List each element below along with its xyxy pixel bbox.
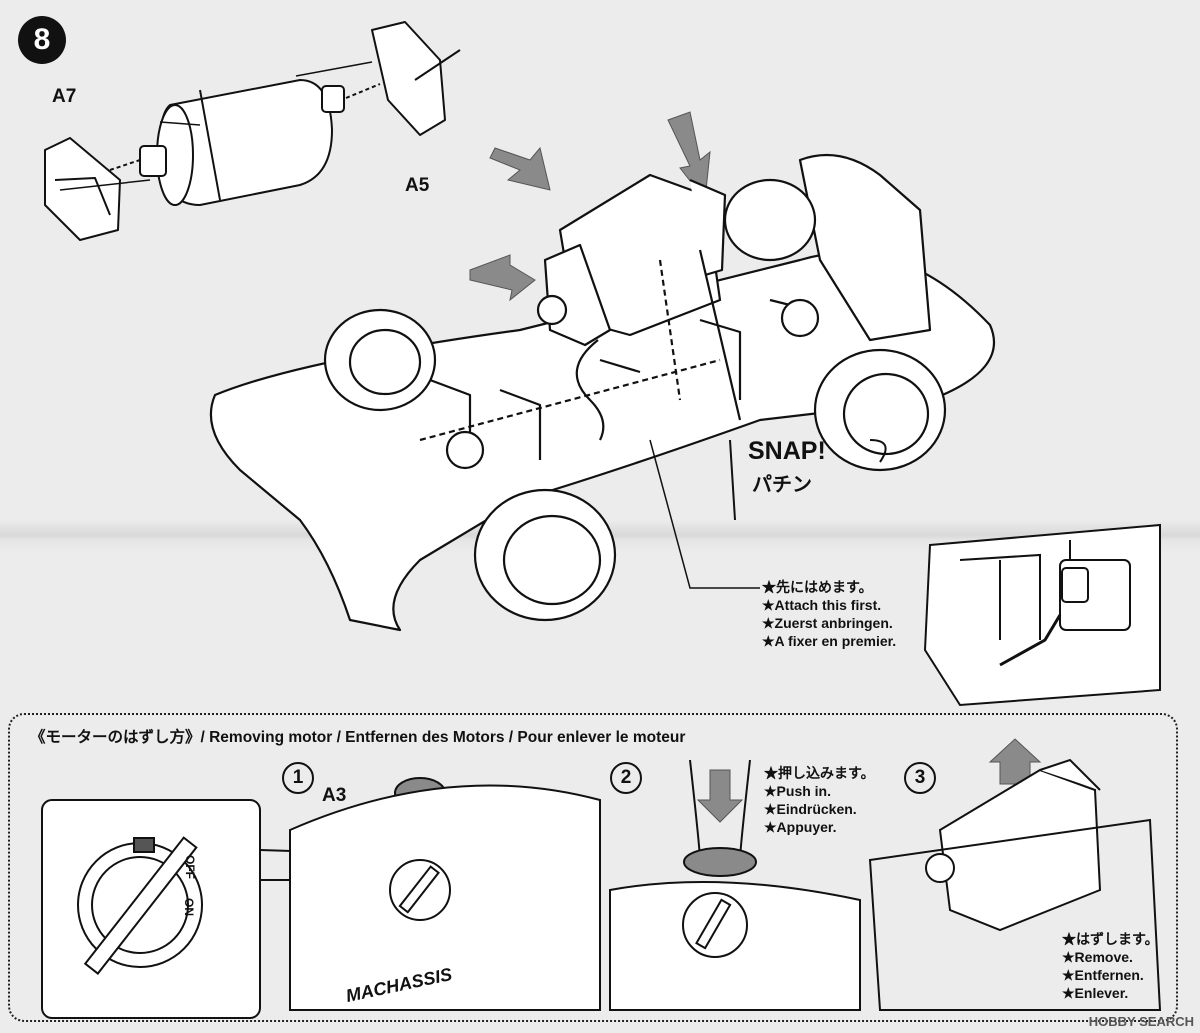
part-label-a5: A5 — [405, 175, 430, 196]
removal-panel — [8, 713, 1178, 1022]
push-arrow — [696, 769, 744, 823]
note-line: ★A fixer en premier. — [762, 633, 897, 649]
mounted-motor — [536, 173, 742, 441]
watermark: HOBBY SEARCH — [1088, 1014, 1194, 1029]
removal-drawings — [41, 758, 1162, 1019]
removal-title: 《モーターのはずし方》/ Removing motor / Entfernen … — [30, 729, 686, 746]
snap-curve — [869, 439, 887, 463]
note-line: ★Appuyer. — [764, 819, 837, 835]
insert-arrow-3 — [469, 254, 536, 302]
a5-bracket — [371, 21, 446, 136]
removal-step-2: 2 — [610, 762, 642, 794]
removal-step-3: 3 — [904, 762, 936, 794]
insert-arrow-1 — [489, 146, 551, 191]
removal-step-1: 1 — [282, 762, 314, 794]
snap-label-jp: パチン — [752, 474, 812, 496]
note-line: ★押し込みます。 — [764, 765, 875, 781]
a7-bracket — [44, 137, 121, 241]
exploded-motor — [109, 79, 381, 206]
switch-off-label: OFF — [183, 855, 197, 879]
part-label-a7: A7 — [52, 86, 77, 107]
note-line: ★Attach this first. — [762, 597, 882, 613]
detail-inset — [923, 523, 1161, 707]
note-leader — [649, 439, 760, 589]
lift-arrow — [988, 738, 1042, 785]
note-line: ★Push in. — [764, 783, 831, 799]
snap-label: SNAP! — [748, 437, 826, 465]
note-line: ★Remove. — [1062, 949, 1133, 965]
part-label-a3: A3 — [322, 785, 347, 806]
insert-arrow-2 — [667, 111, 711, 202]
note-line: ★はずします。 — [1062, 931, 1159, 947]
attach-first-note: ★先にはめます。 ★Attach this first. ★Zuerst anb… — [762, 578, 896, 650]
step-number-badge: 8 — [18, 16, 66, 64]
push-note: ★押し込みます。 ★Push in. ★Eindrücken. ★Appuyer… — [764, 764, 875, 836]
note-line: ★Eindrücken. — [764, 801, 857, 817]
remove-note: ★はずします。 ★Remove. ★Entfernen. ★Enlever. — [1062, 930, 1159, 1002]
switch-on-label: ON — [182, 898, 196, 916]
note-line: ★先にはめます。 — [762, 579, 873, 595]
note-line: ★Enlever. — [1062, 985, 1129, 1001]
chassis — [209, 153, 995, 632]
note-line: ★Zuerst anbringen. — [762, 615, 893, 631]
note-line: ★Entfernen. — [1062, 967, 1144, 983]
